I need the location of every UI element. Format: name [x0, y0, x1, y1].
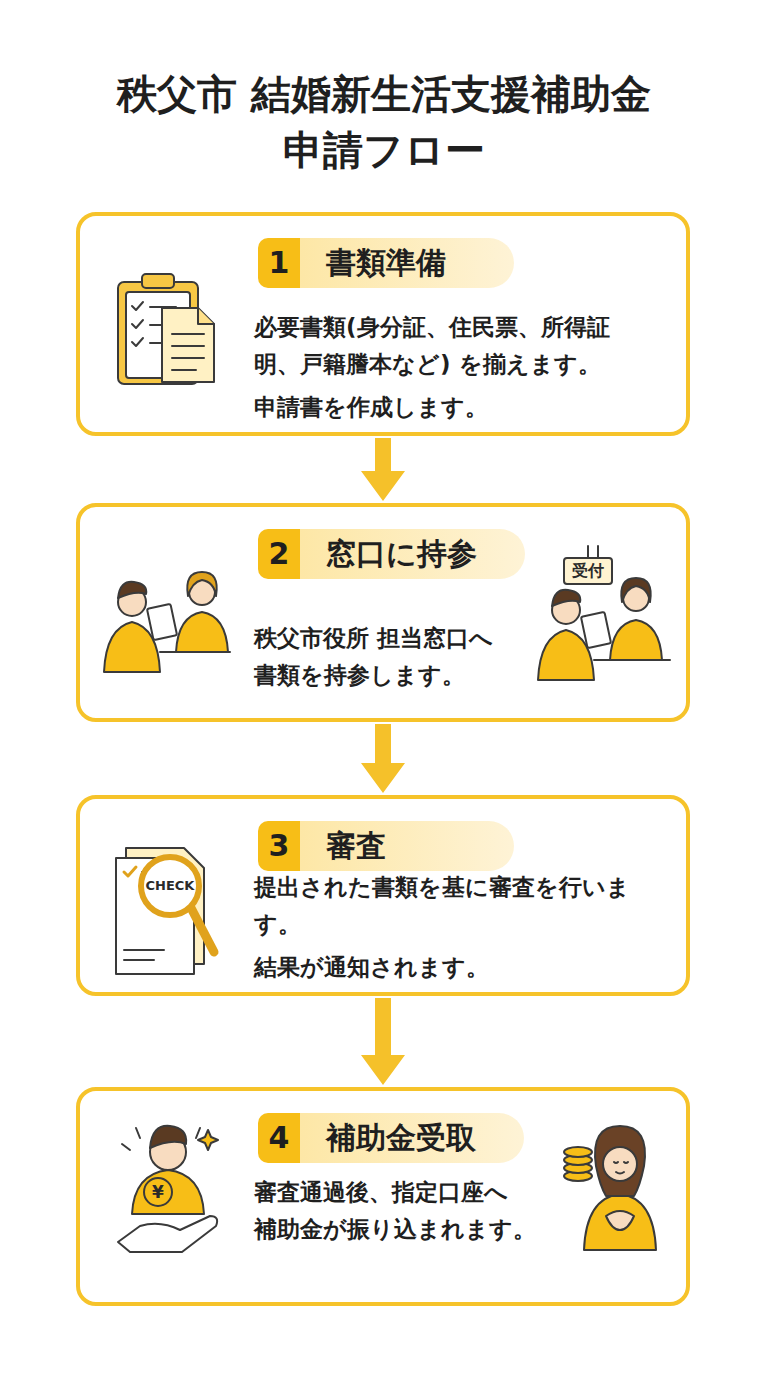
step-description: 審査通過後、指定口座へ 補助金が振り込まれます。	[254, 1174, 554, 1248]
coin-symbol: ¥	[144, 1180, 172, 1204]
step-box: 1書類準備必要書類(身分証、住民票、所得証明、戸籍謄本など) を揃えます。申請書…	[76, 212, 690, 436]
flow-arrow	[361, 438, 405, 501]
step-number: 4	[258, 1113, 300, 1163]
step-body: 審査通過後、指定口座へ 補助金が振り込まれます。	[254, 1174, 554, 1248]
step-number: 3	[258, 821, 300, 871]
step-description: 申請書を作成します。	[254, 389, 644, 426]
step-description: 結果が通知されます。	[254, 949, 644, 986]
check-icon	[116, 848, 214, 974]
counter-scene	[104, 572, 230, 672]
magnifier-label: CHECK	[141, 876, 199, 896]
document-icon	[162, 308, 214, 382]
step-header: 3審査	[258, 821, 514, 871]
step-header: 2窓口に持参	[258, 529, 525, 579]
step-box: 2窓口に持参秩父市役所 担当窓口へ 書類を持参します。	[76, 503, 690, 722]
step-heading: 審査	[300, 821, 514, 871]
step-description: 必要書類(身分証、住民票、所得証明、戸籍謄本など) を揃えます。	[254, 309, 644, 383]
step-body: 必要書類(身分証、住民票、所得証明、戸籍謄本など) を揃えます。申請書を作成しま…	[254, 309, 644, 426]
step-header: 4補助金受取	[258, 1113, 524, 1163]
step-header: 1書類準備	[258, 238, 514, 288]
step-heading: 補助金受取	[300, 1113, 524, 1163]
step-box: 4補助金受取審査通過後、指定口座へ 補助金が振り込まれます。	[76, 1087, 690, 1306]
step-description: 提出された書類を基に審査を行います。	[254, 869, 644, 943]
reception-scene	[538, 546, 670, 680]
step-heading: 窓口に持参	[300, 529, 525, 579]
receive-icon	[118, 1126, 218, 1252]
step-number: 2	[258, 529, 300, 579]
step-box: 3審査提出された書類を基に審査を行います。結果が通知されます。	[76, 795, 690, 996]
step-number: 1	[258, 238, 300, 288]
diagram-title: 秩父市 結婚新生活支援補助金 申請フロー	[64, 66, 704, 178]
step-heading: 書類準備	[300, 238, 514, 288]
flow-arrow	[361, 724, 405, 793]
step-body: 秩父市役所 担当窓口へ 書類を持参します。	[254, 620, 554, 694]
happy-person-icon	[564, 1126, 656, 1250]
step-description: 秩父市役所 担当窓口へ 書類を持参します。	[254, 620, 554, 694]
flow-arrow	[361, 998, 405, 1085]
step-body: 提出された書類を基に審査を行います。結果が通知されます。	[254, 869, 644, 986]
sign-label: 受付	[564, 558, 612, 584]
